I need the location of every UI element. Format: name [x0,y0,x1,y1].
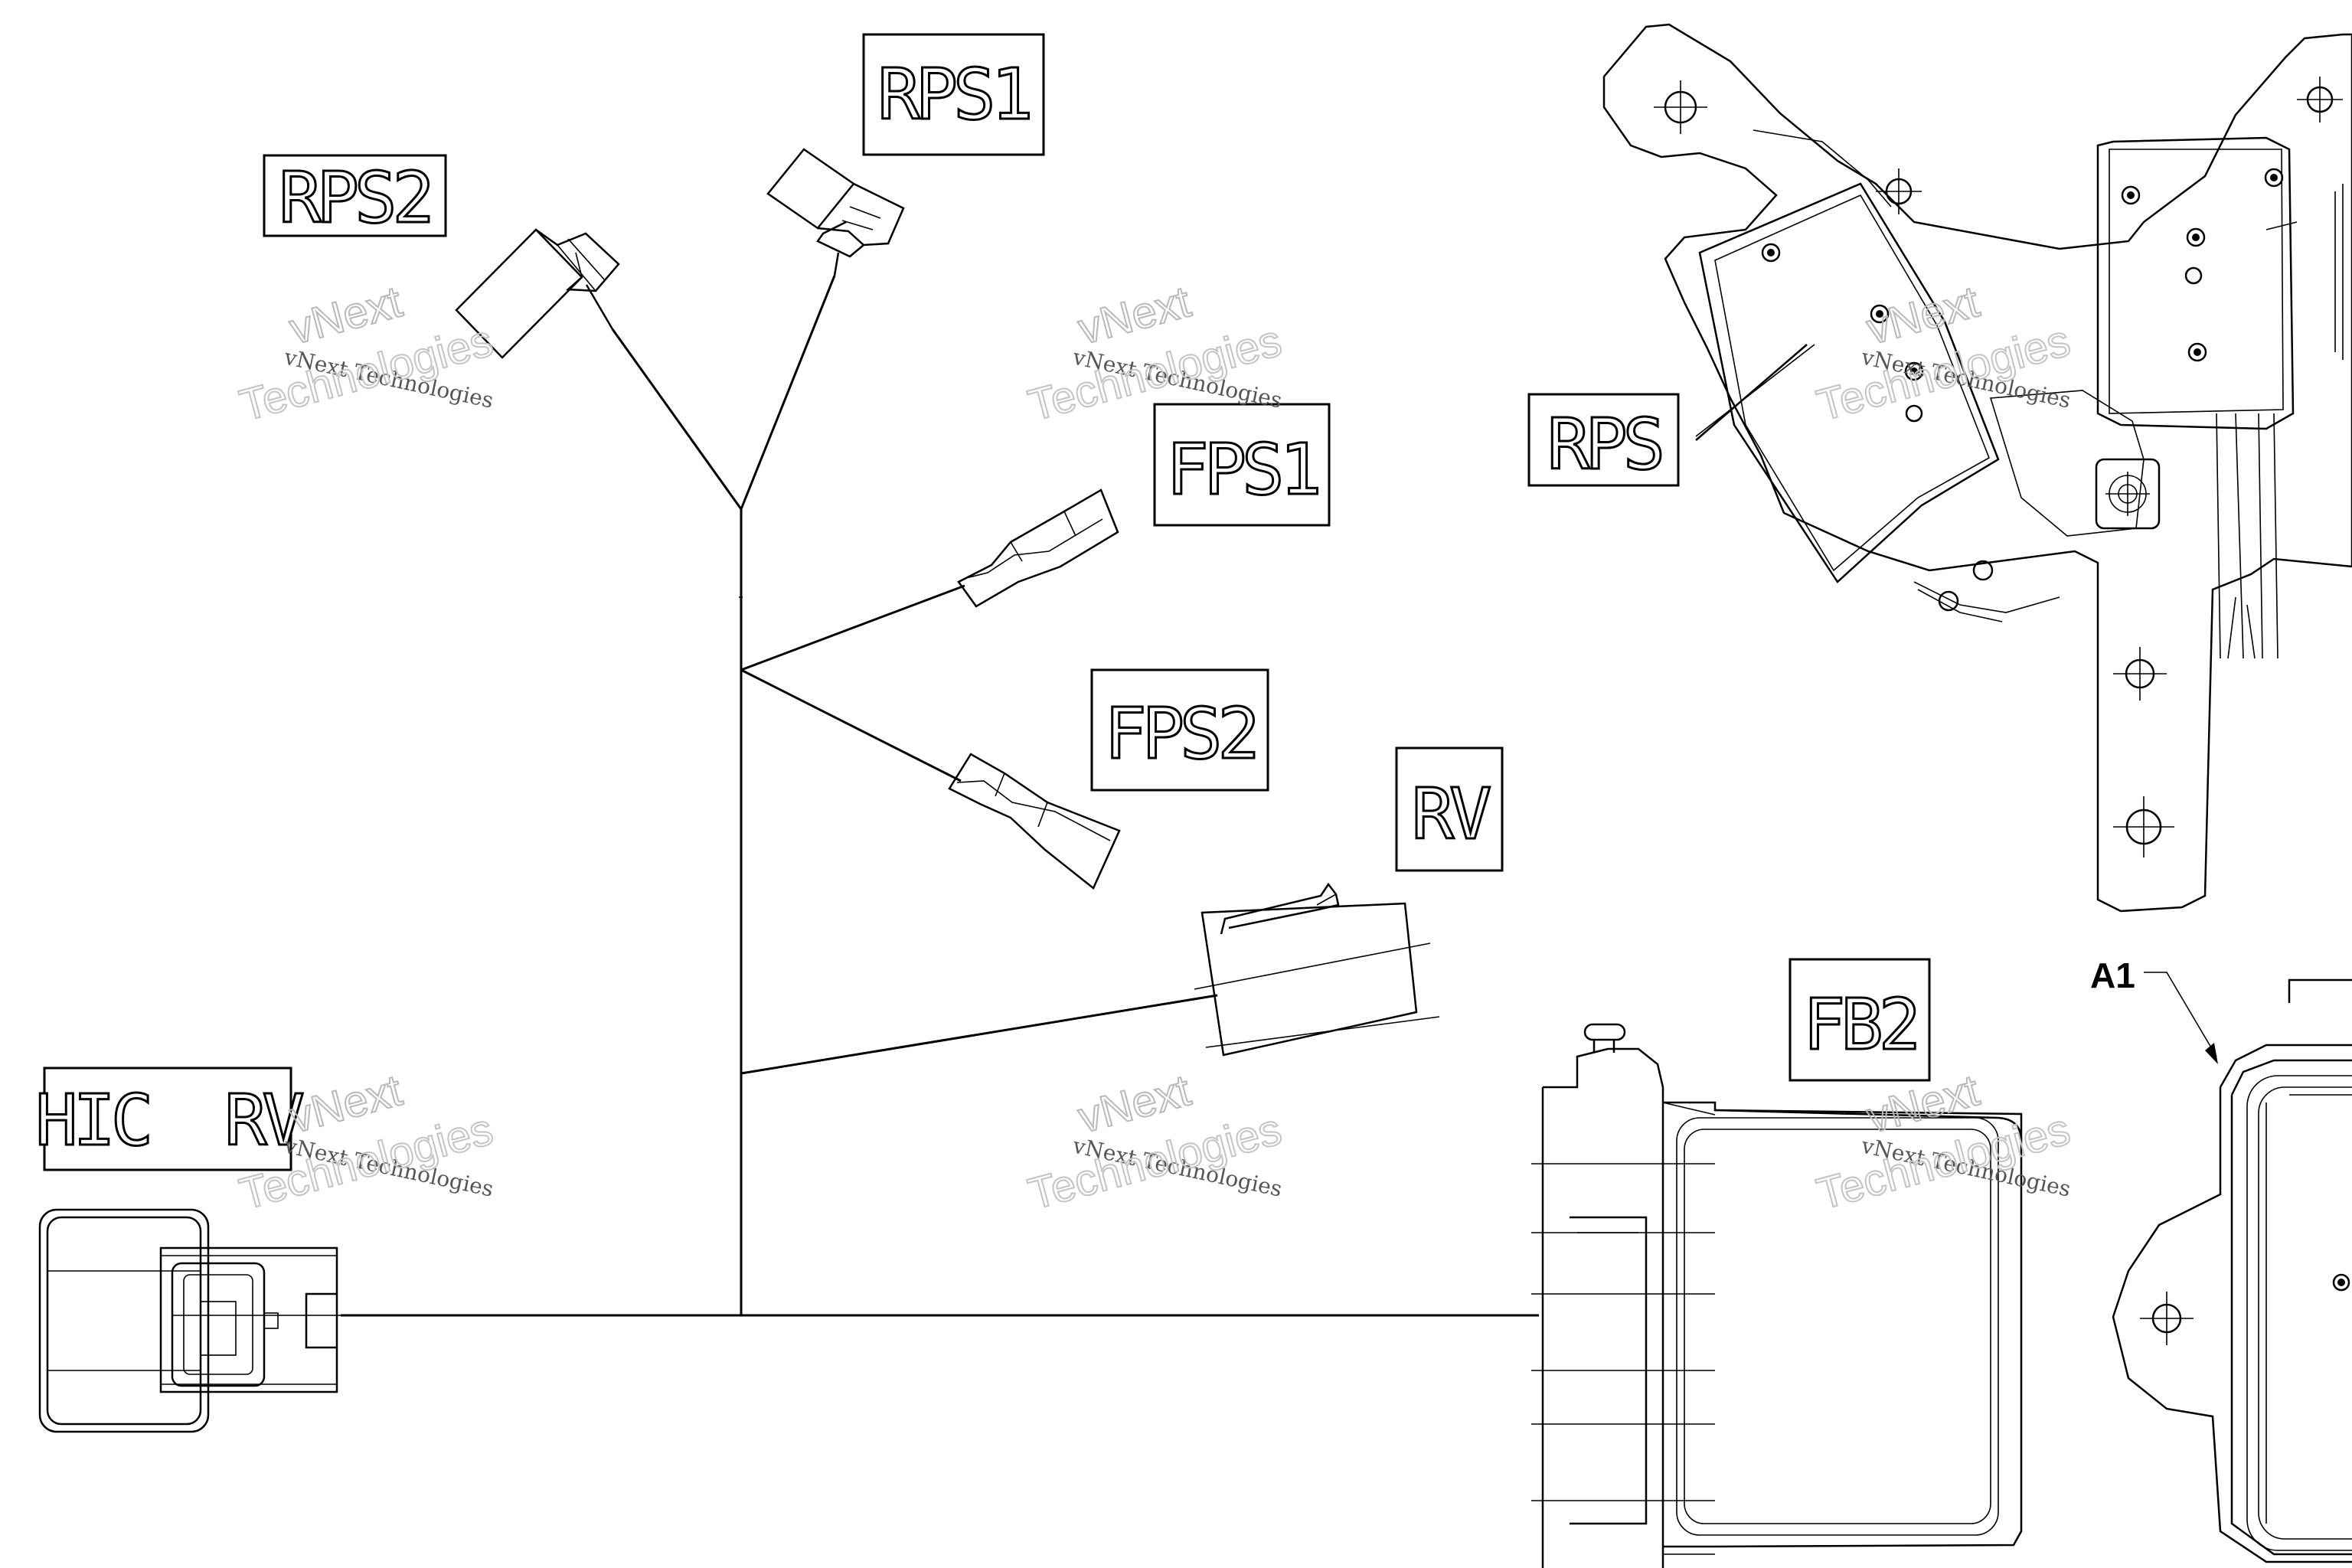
screw [1761,168,2284,612]
watermark: vNext vNext Technologies Technologies [1023,1064,1288,1220]
svg-text:RPS: RPS [1547,403,1661,485]
harness-wires [341,275,1539,1317]
label-fps1: FPS1 [1153,403,1331,527]
mounting-hole [1876,168,1922,214]
fps2-terminal [948,753,1121,890]
watermark: vNext vNext Technologies Technologies [234,276,499,431]
label-rps1: RPS1 [862,33,1045,156]
watermark: vNext vNext Technologies Technologies [1811,276,2076,431]
label-rps: RPS [1527,393,1680,487]
fb2-fuse-box [1531,1023,2023,1568]
mounting-hole [1654,80,1707,134]
label-a1: A1 [2090,956,2135,995]
rps-bracket-assembly [1602,23,2352,913]
mounting-hole [2113,796,2174,858]
fps1-terminal [957,488,1119,608]
hic-rv-connector [38,1208,341,1433]
label-fb2: FB2 [1788,958,1931,1082]
rps2-connector [455,228,620,359]
svg-text:RV: RV [1412,773,1490,855]
svg-text:RPS2: RPS2 [279,157,430,239]
svg-text:FPS2: FPS2 [1104,693,1256,775]
mounting-hole [2140,1292,2194,1345]
label-hic-rv: HIC RV [34,1067,309,1171]
label-fps2: FPS2 [1090,668,1269,792]
label-rps2: RPS2 [263,154,447,240]
watermark: vNext vNext Technologies Technologies [1811,1064,2076,1220]
rps1-connector [766,148,905,276]
a1-component [2112,972,2352,1563]
mounting-hole [2113,647,2167,701]
svg-text:FPS1: FPS1 [1166,429,1318,511]
svg-text:FB2: FB2 [1803,984,1916,1066]
mounting-hole [2297,77,2343,122]
svg-text:RPS1: RPS1 [877,54,1029,136]
rv-component [1194,882,1440,1057]
label-rv: RV [1395,746,1504,872]
svg-text:HIC RV: HIC RV [35,1080,302,1161]
